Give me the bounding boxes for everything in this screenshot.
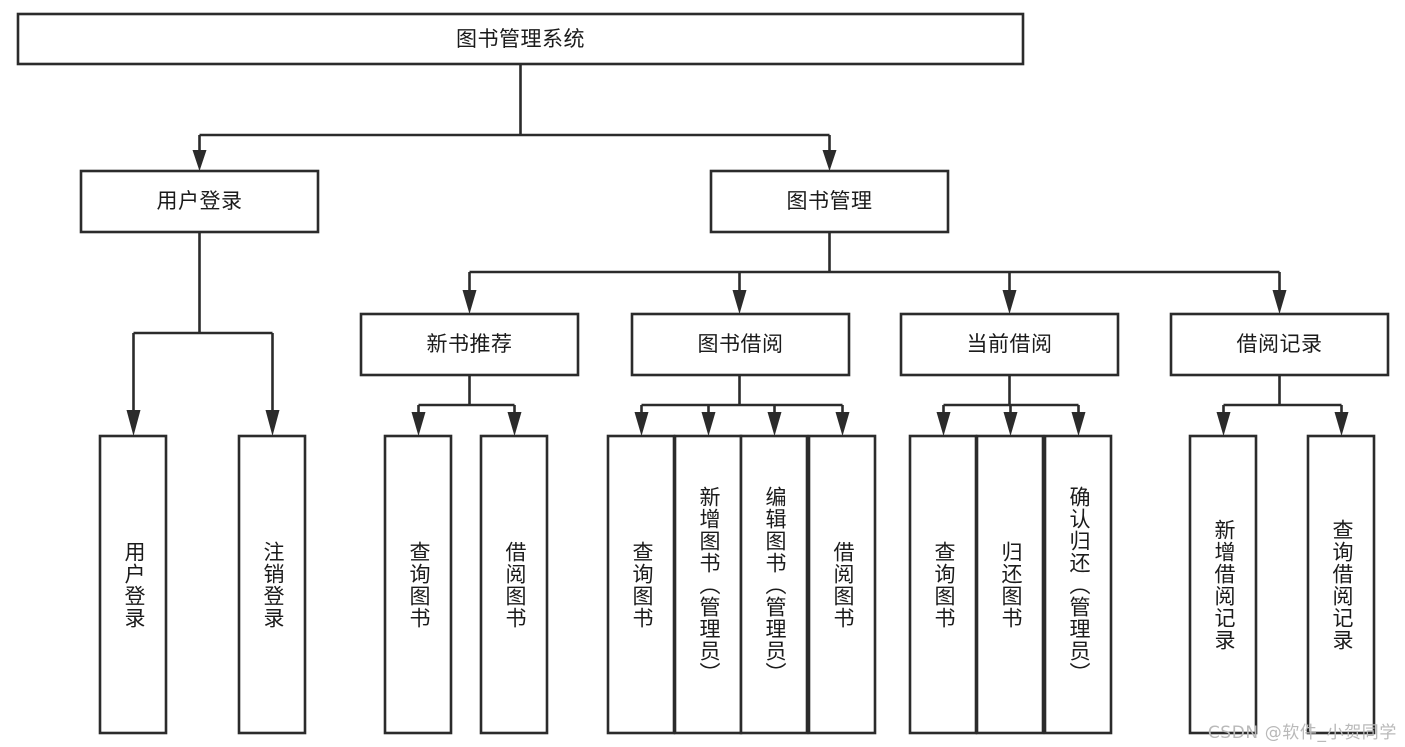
arrowhead-leaf-edit-book xyxy=(767,412,782,436)
node-box-leaf-add-record[interactable] xyxy=(1188,434,1258,735)
arrowhead-borrow xyxy=(732,290,747,314)
arrowhead-leaf-borrow-book-1 xyxy=(507,412,522,436)
node-box-leaf-borrow-book-2[interactable] xyxy=(807,434,877,735)
node-box-book-management[interactable] xyxy=(709,169,950,234)
connector-group-current xyxy=(936,375,1086,436)
arrowhead-leaf-query-book-2 xyxy=(634,412,649,436)
node-box-leaf-query-book-3[interactable] xyxy=(908,434,978,735)
csdn-watermark: CSDN @软件_小贺同学 xyxy=(1207,723,1397,743)
node-box-current-borrow[interactable] xyxy=(899,312,1120,377)
node-box-book-borrow[interactable] xyxy=(630,312,851,377)
node-box-leaf-query-record[interactable] xyxy=(1306,434,1376,735)
arrowhead-leaf-query-book-3 xyxy=(936,412,951,436)
arrowhead-userlogin xyxy=(192,150,207,171)
arrowhead-leaf-return-book xyxy=(1003,412,1018,436)
arrowhead-leaf-add-book xyxy=(701,412,716,436)
node-box-borrow-record[interactable] xyxy=(1169,312,1390,377)
arrowhead-record xyxy=(1272,290,1287,314)
node-box-leaf-logout[interactable] xyxy=(237,434,307,735)
node-box-leaf-add-book[interactable] xyxy=(673,434,743,735)
arrowhead-leaf-query-book-1 xyxy=(411,412,426,436)
node-box-leaf-return-book[interactable] xyxy=(975,434,1045,735)
arrowhead-leaf-borrow-book-2 xyxy=(835,412,850,436)
arrowhead-leaf-query-record xyxy=(1334,412,1349,436)
arrowhead-leaf-userlogin xyxy=(126,410,141,436)
arrowhead-newbook xyxy=(462,290,477,314)
node-box-leaf-query-book-1[interactable] xyxy=(383,434,453,735)
connector-group-root xyxy=(192,64,837,171)
node-box-leaf-edit-book[interactable] xyxy=(739,434,809,735)
arrowhead-bookmgmt xyxy=(822,150,837,171)
arrowhead-leaf-confirm-return xyxy=(1071,412,1086,436)
node-box-leaf-query-book-2[interactable] xyxy=(606,434,676,735)
connector-group-borrow xyxy=(634,375,850,436)
node-box-leaf-borrow-book-1[interactable] xyxy=(479,434,549,735)
connector-group-newbook xyxy=(411,375,522,436)
connector-group-bookmgmt xyxy=(462,232,1287,314)
node-box-new-book-recommend[interactable] xyxy=(359,312,580,377)
arrowhead-leaf-add-record xyxy=(1216,412,1231,436)
node-box-user-login[interactable] xyxy=(79,169,320,234)
connector-group-userlogin xyxy=(126,232,280,436)
node-box-leaf-user-login[interactable] xyxy=(98,434,168,735)
connector-group-record xyxy=(1216,375,1349,436)
arrowhead-leaf-logout xyxy=(265,410,280,436)
arrowhead-current xyxy=(1002,290,1017,314)
node-box-leaf-confirm-return[interactable] xyxy=(1043,434,1113,735)
node-box-root[interactable] xyxy=(16,12,1025,66)
